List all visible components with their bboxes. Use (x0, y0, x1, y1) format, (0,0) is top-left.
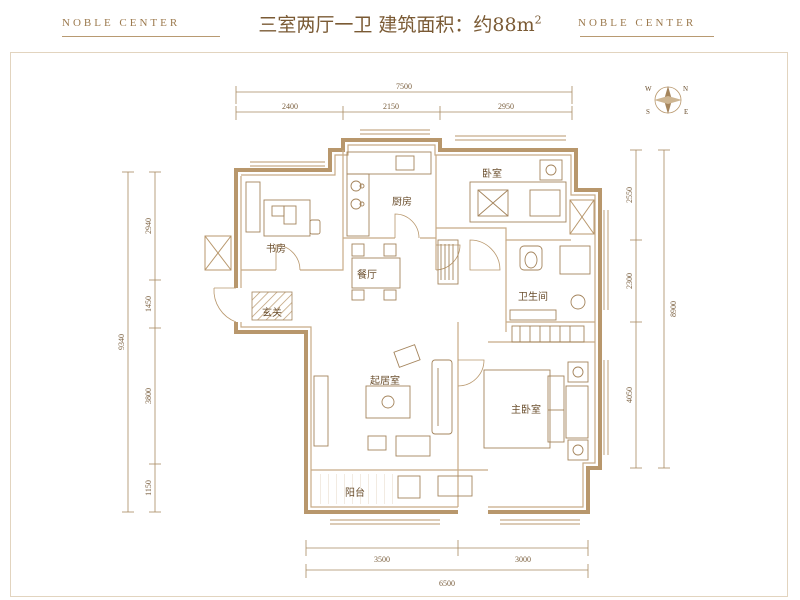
balcony-floor (315, 474, 395, 504)
compass-w: W (645, 85, 652, 93)
ac-box-right (569, 199, 595, 235)
plan-title-superscript: 2 (534, 13, 542, 27)
master-bed (483, 361, 589, 461)
dim-top-total: 7500 (396, 82, 412, 91)
dim-top-2: 2150 (383, 102, 399, 111)
drawing-frame (10, 52, 788, 597)
bathroom-fixtures (509, 245, 591, 343)
compass-icon: N E S W (645, 85, 688, 116)
room-label-living: 起居室 (370, 374, 400, 387)
room-label-bathroom: 卫生间 (518, 290, 548, 303)
ac-box-left (204, 235, 232, 271)
balcony-ac (437, 475, 473, 497)
compass-e: E (684, 108, 688, 116)
dim-bottom-total: 6500 (439, 579, 455, 588)
header-rule-left (62, 36, 220, 37)
dim-left-total: 9340 (117, 334, 126, 350)
bedroom-bed (469, 159, 567, 223)
dim-left-4: 1150 (144, 480, 153, 496)
dim-left-2: 1450 (144, 296, 153, 312)
dim-right-2: 2300 (625, 273, 634, 289)
brand-right: NOBLE CENTER (578, 17, 697, 29)
study-desk (245, 181, 321, 237)
room-label-entrance: 玄关 (262, 306, 282, 319)
room-label-balcony: 阳台 (345, 486, 365, 499)
dim-top-1: 2400 (282, 102, 298, 111)
compass-s: S (646, 108, 650, 116)
dim-bottom-2: 3000 (515, 555, 531, 564)
walls-thin (240, 144, 596, 508)
dim-right-total: 8900 (669, 301, 678, 317)
furniture (245, 151, 591, 499)
dim-right-3: 4050 (625, 387, 634, 403)
room-label-kitchen: 厨房 (392, 195, 412, 208)
dim-right-1: 2550 (625, 187, 634, 203)
wardrobe-small (437, 239, 459, 285)
compass-n: N (683, 85, 688, 93)
room-label-dining: 餐厅 (357, 268, 377, 281)
windows (250, 129, 609, 525)
room-label-master-bedroom: 主卧室 (511, 403, 541, 416)
kitchen-counter (346, 151, 432, 237)
dim-top-3: 2950 (498, 102, 514, 111)
plan-title-text: 三室两厅一卫 建筑面积：约88m (258, 14, 535, 36)
entrance-mat (251, 291, 293, 321)
room-label-bedroom: 卧室 (482, 167, 502, 180)
living-sofa (365, 344, 453, 457)
header: NOBLE CENTER 三室两厅一卫 建筑面积：约88m2 NOBLE CEN… (0, 0, 800, 48)
dining-table (351, 243, 401, 301)
balcony-washer (397, 475, 421, 499)
walls (234, 138, 602, 514)
room-label-study: 书房 (266, 242, 286, 255)
dim-left-3: 3800 (144, 388, 153, 404)
dim-bottom-1: 3500 (374, 555, 390, 564)
tv-cabinet (313, 375, 329, 447)
dimension-lines (122, 86, 670, 578)
dim-left-1: 2940 (144, 218, 153, 234)
header-rule-right (580, 36, 714, 37)
door-swings (213, 213, 501, 387)
brand-left: NOBLE CENTER (62, 17, 181, 29)
plan-title: 三室两厅一卫 建筑面积：约88m2 (235, 10, 565, 37)
